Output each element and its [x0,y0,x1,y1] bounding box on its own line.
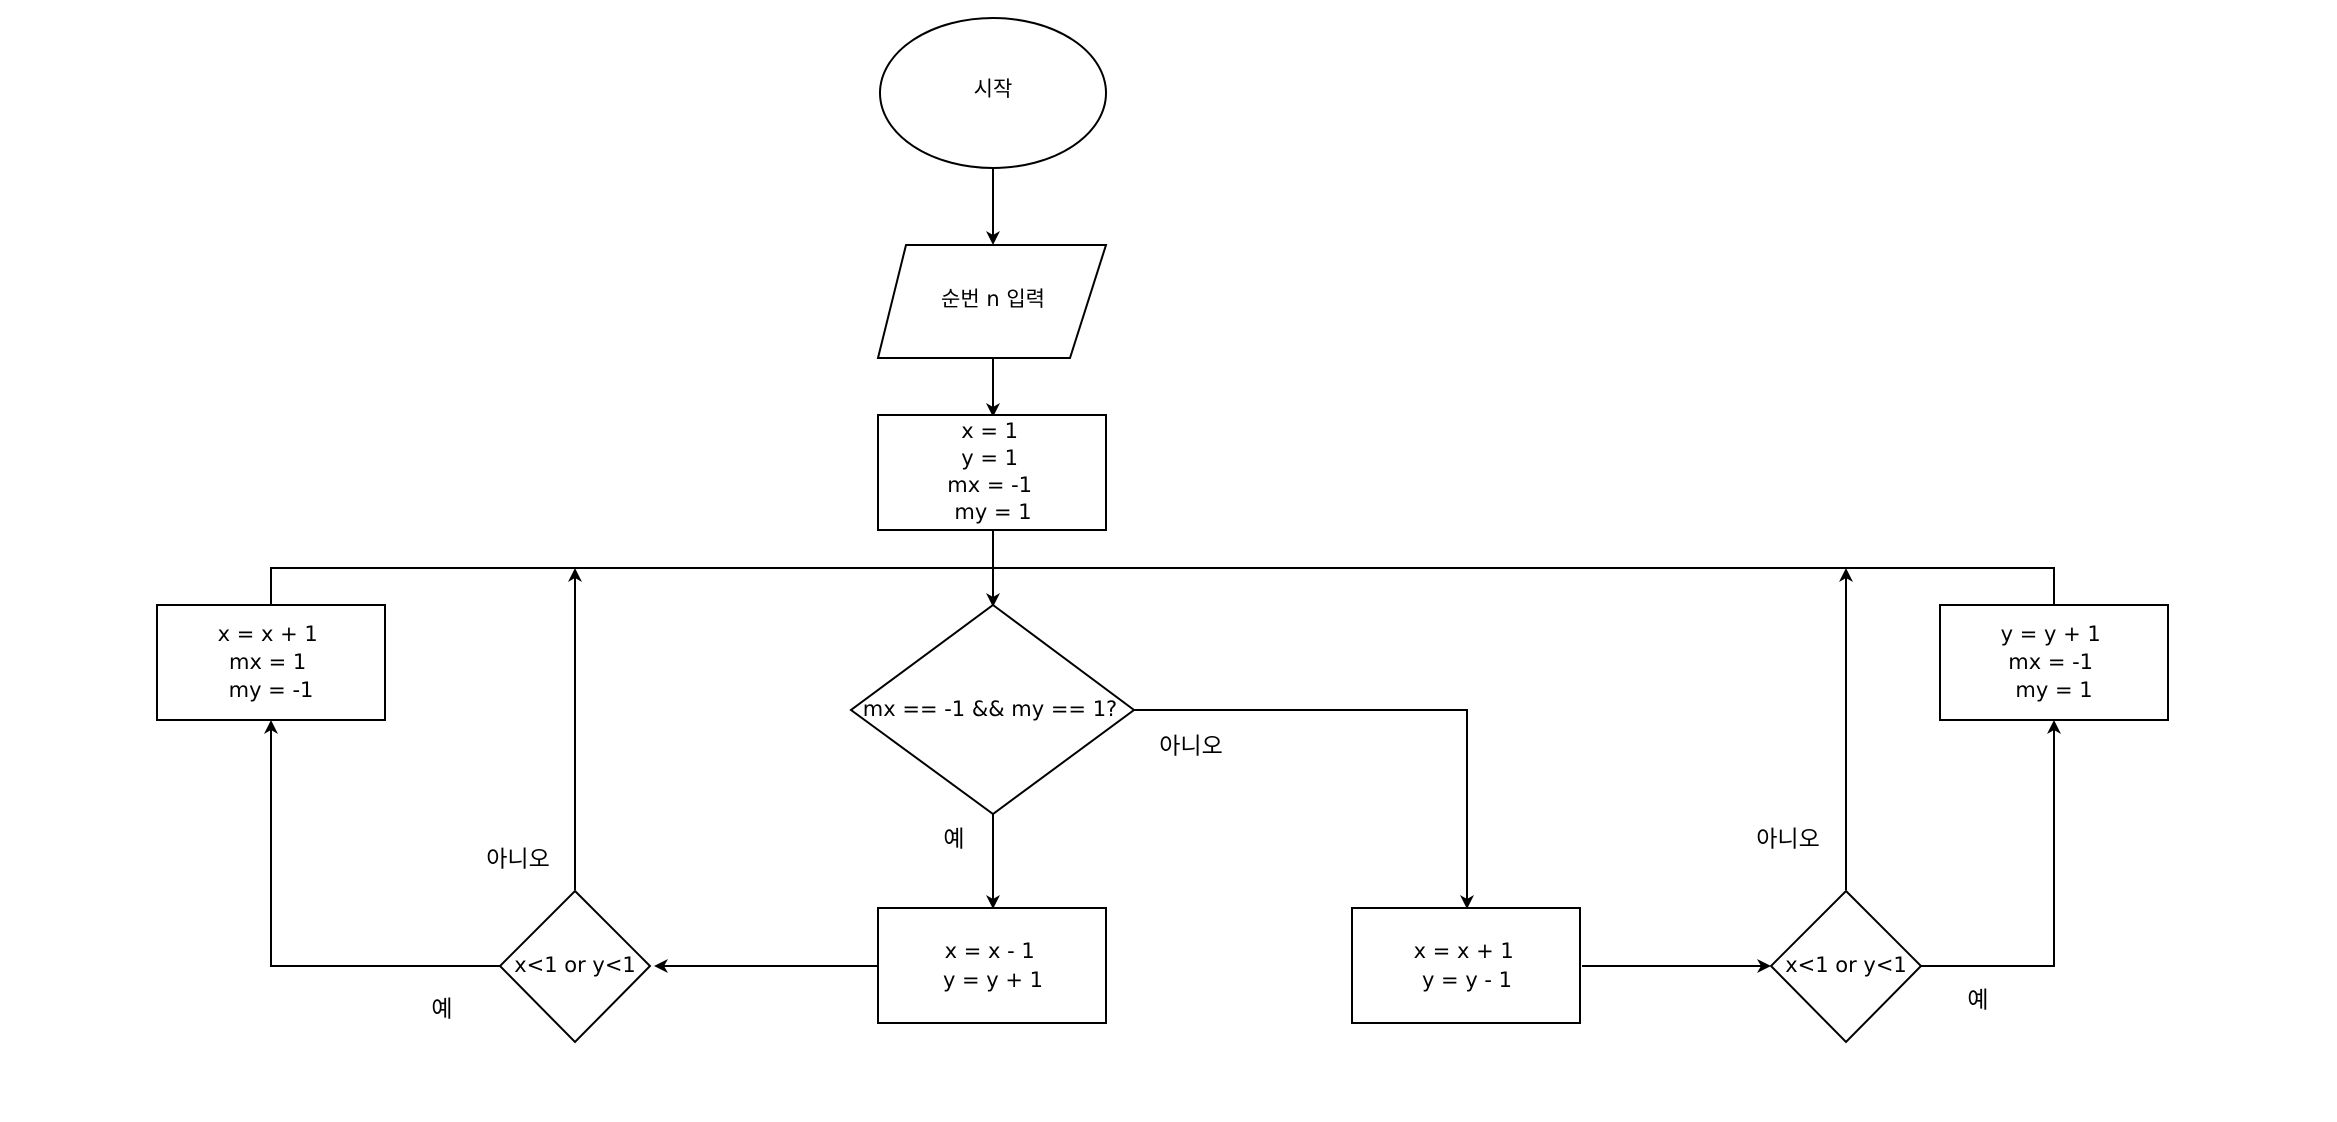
left-condition-node: x<1 or y<1 [498,889,652,1044]
edge-main-no [1134,709,1474,909]
svg-text:x<1 or y<1: x<1 or y<1 [514,953,636,977]
right-condition-label: x<1 or y<1 [1785,953,1907,977]
input-node-label: 순번 n 입력 [941,287,1045,311]
left-yes-label: 예 [431,997,452,1023]
init-line-1: x = 1 [961,419,1018,443]
fix-left-line-1: x = x + 1 [218,622,318,646]
move-up-right-line-2: y = y + 1 [943,968,1043,992]
svg-text:y = y + 1 mx = -1: y = y + 1 mx = -1 my = 1 [2001,622,2108,702]
svg-text:x = x + 1 y = y - 1: x = x + 1 y = y - 1 [1414,939,1521,992]
move-down-left-line-2: y = y - 1 [1422,968,1512,992]
fix-left-line-3: my = -1 [229,678,314,702]
edge-labels: 아니오 예 아니오 예 아니오 예 [431,734,1988,1023]
move-up-right-node: x = x - 1 y = y + 1 [877,907,1107,1024]
move-up-right-line-1: x = x - 1 [945,939,1035,963]
svg-text:mx == -1 && my == 1?: mx == -1 && my == 1? [863,697,1117,721]
right-yes-label: 예 [1967,988,1988,1014]
svg-text:시작: 시작 [974,77,1013,101]
start-node-label: 시작 [974,77,1013,101]
svg-text:x = x - 1 y = y + 1: x = x - 1 y = y + 1 [943,939,1043,992]
svg-text:순번 n 입력: 순번 n 입력 [941,287,1045,311]
left-condition-label: x<1 or y<1 [514,953,636,977]
init-line-4: my = 1 [954,500,1031,524]
right-condition-node: x<1 or y<1 [1769,889,1923,1044]
move-down-left-node: x = x + 1 y = y - 1 [1351,907,1581,1024]
move-down-left-line-1: x = x + 1 [1414,939,1514,963]
fix-right-line-1: y = y + 1 [2001,622,2101,646]
start-node: 시작 [879,17,1107,169]
edge-rightcond-yes [1921,720,2061,967]
loop-bus-line [270,567,2055,605]
edge-leftcond-yes [264,720,500,967]
main-condition-label: mx == -1 && my == 1? [863,697,1117,721]
edges [264,168,2061,973]
fix-left-node: x = x + 1 mx = 1 my = -1 [156,604,386,721]
fix-right-line-3: my = 1 [2015,678,2092,702]
right-no-label: 아니오 [1756,827,1819,853]
init-node: x = 1 y = 1 mx = -1 my = 1 [877,414,1107,531]
svg-text:x<1 or y<1: x<1 or y<1 [1785,953,1907,977]
svg-text:x = 1 y = 1 mx: x = 1 y = 1 mx = -1 my = 1 [947,419,1038,524]
main-condition-node: mx == -1 && my == 1? [849,603,1136,816]
init-line-2: y = 1 [961,446,1018,470]
left-no-label: 아니오 [486,847,549,873]
fix-right-node: y = y + 1 mx = -1 my = 1 [1939,604,2169,721]
main-no-label: 아니오 [1159,734,1222,760]
nodes: 시작 순번 n 입력 x = 1 y = 1 mx = -1 my = 1 mx [156,17,2169,1044]
main-yes-label: 예 [943,827,964,853]
input-node: 순번 n 입력 [876,244,1108,359]
svg-text:x = x + 1 mx = 1: x = x + 1 mx = 1 my = -1 [218,622,325,702]
init-line-3: mx = -1 [947,473,1032,497]
fix-right-line-2: mx = -1 [2008,650,2093,674]
fix-left-line-2: mx = 1 [229,650,306,674]
